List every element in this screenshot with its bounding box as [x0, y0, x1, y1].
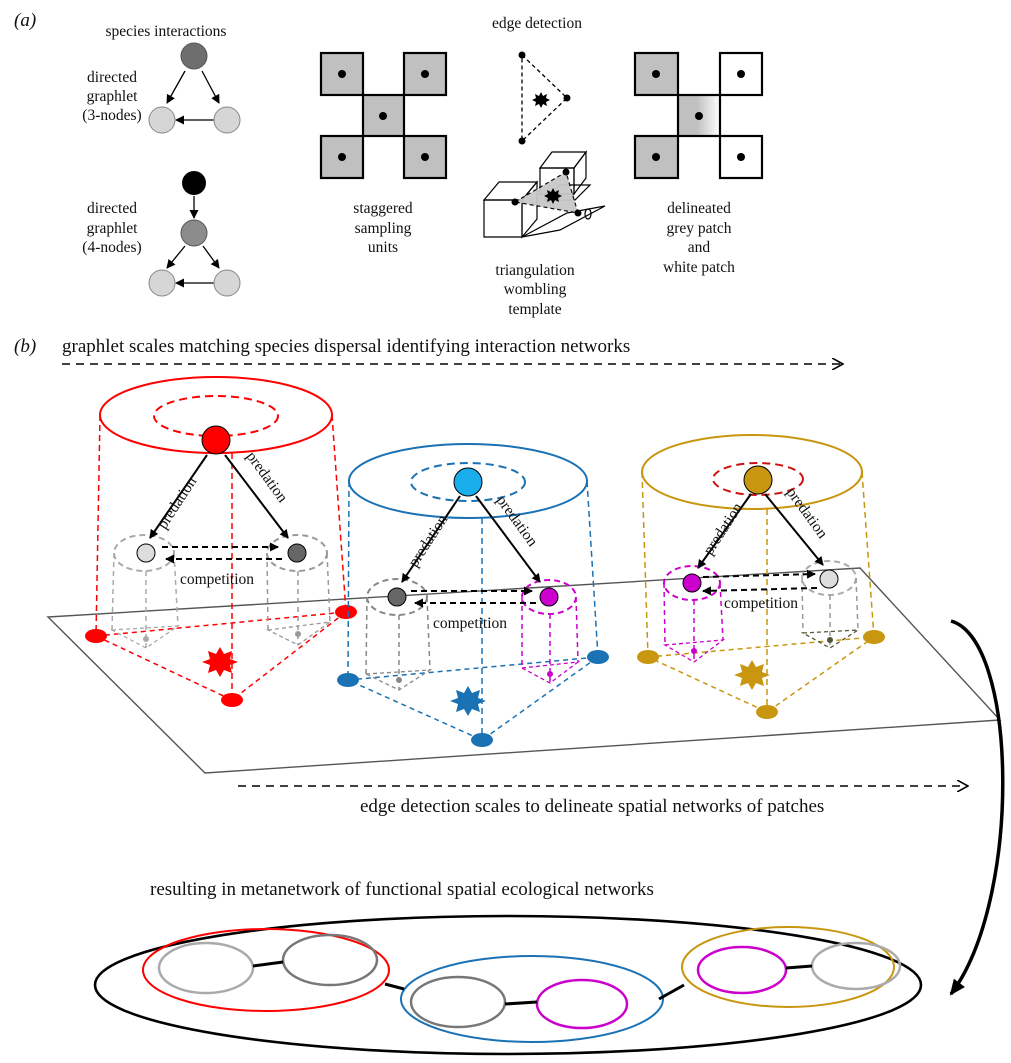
delineated-label-line1: delineated	[667, 200, 731, 217]
panel-a-label: (a)	[14, 10, 36, 31]
graphlet4-label-line1: directed	[87, 200, 137, 217]
graphlet4-label-line2: graphlet	[87, 220, 138, 237]
sampling-unit-centres	[338, 70, 429, 161]
red-patch-network	[142, 928, 390, 1012]
triangulation-label-line3: template	[508, 301, 561, 318]
red-predation-right: predation	[243, 448, 291, 506]
staggered-label-line1: staggered	[353, 200, 413, 217]
red-predation-left: predation	[154, 474, 200, 533]
staggered-label-line2: sampling	[355, 220, 412, 237]
metanetwork-caption: resulting in metanetwork of functional s…	[150, 879, 654, 900]
edge-detection-triangle	[518, 51, 571, 145]
centroid-star	[532, 92, 550, 108]
panel-b-label: (b)	[14, 336, 36, 357]
delineated-patches	[633, 51, 764, 180]
graphlet-4-nodes	[148, 171, 241, 297]
red-competition: competition	[180, 571, 254, 588]
staggered-label-line3: units	[368, 239, 398, 256]
graphlet3-top-node	[180, 42, 208, 70]
metanetwork-outer-ellipse	[93, 914, 923, 1056]
metanetwork-arrow	[949, 619, 1005, 996]
graphlet3-label-line1: directed	[87, 69, 137, 86]
graphlet4-label-line3: (4-nodes)	[82, 239, 141, 256]
blue-predation-right: predation	[493, 492, 541, 550]
panel-a: (a) species interactions directed graphl…	[14, 10, 764, 318]
blue-patch-network	[400, 955, 664, 1043]
blue-network: predation predation competition	[337, 443, 609, 747]
blue-competition: competition	[433, 615, 507, 632]
delineated-label-line3: and	[688, 239, 711, 256]
species-interactions-title: species interactions	[106, 23, 227, 40]
gold-predation-right: predation	[783, 484, 831, 542]
edge-detection-title: edge detection	[492, 15, 582, 32]
graphlet4-apex-node	[182, 171, 206, 195]
gold-network: predation predation competition	[637, 434, 885, 719]
graphlet-3-nodes	[148, 42, 241, 134]
red-network: predation predation competition	[85, 376, 357, 707]
triangulation-overlay	[511, 168, 592, 220]
gold-patch-network	[681, 926, 895, 1008]
delineated-label-line4: white patch	[663, 259, 735, 276]
blue-predation-left: predation	[405, 512, 451, 571]
triangulation-label-line1: triangulation	[495, 262, 574, 279]
graphlet4-right-node	[213, 269, 241, 297]
panel-b: (b) graphlet scales matching species dis…	[14, 336, 1005, 1056]
gold-competition: competition	[724, 595, 798, 612]
graphlet3-label-line2: graphlet	[87, 88, 138, 105]
bottom-caption: edge detection scales to delineate spati…	[360, 796, 824, 817]
triangulation-label-line2: wombling	[504, 281, 567, 298]
metanetwork	[93, 914, 923, 1056]
graphlet4-left-node	[148, 269, 176, 297]
graphlet3-right-node	[213, 106, 241, 134]
graphlet3-label-line3: (3-nodes)	[82, 107, 141, 124]
delineated-label-line2: grey patch	[667, 220, 732, 237]
graphlet3-left-node	[148, 106, 176, 134]
graphlet4-middle-node	[180, 219, 208, 247]
top-caption: graphlet scales matching species dispers…	[62, 336, 630, 357]
